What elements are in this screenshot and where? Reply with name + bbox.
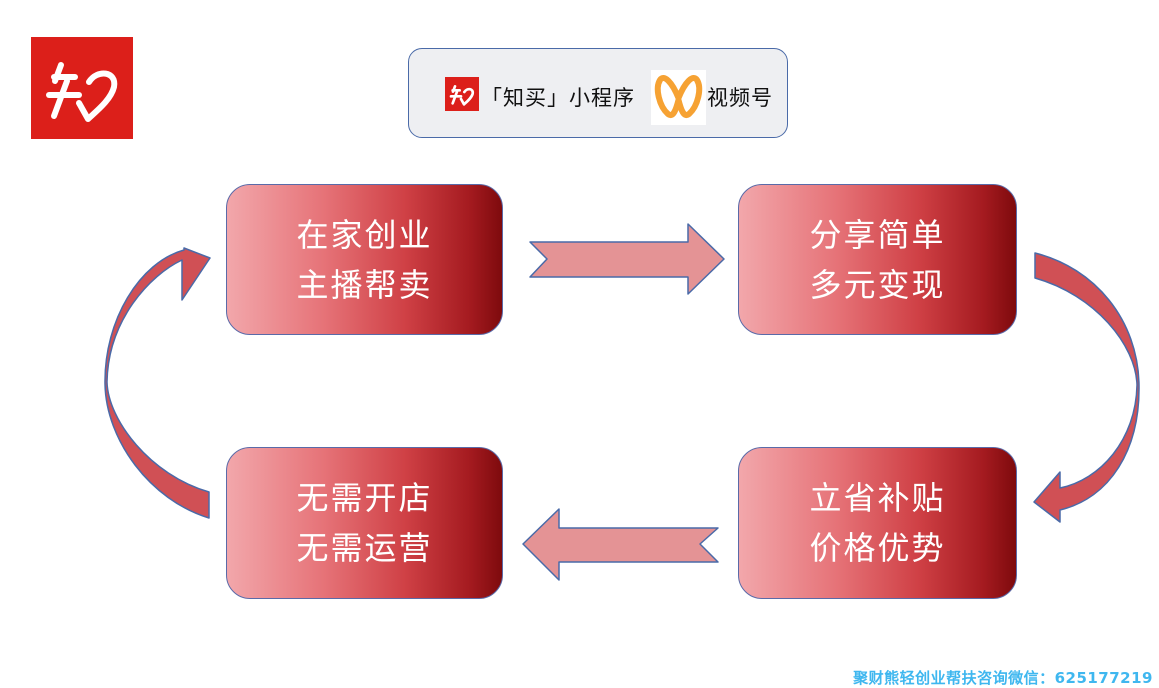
step-line: 多元变现 <box>809 265 946 304</box>
zhi-logo <box>31 37 133 139</box>
step-line: 在家创业 <box>296 215 433 254</box>
wechat-channels-icon <box>654 75 703 118</box>
step-line: 立省补贴 <box>809 479 946 517</box>
step-box-no-store: 无需开店 无需运营 <box>226 447 503 599</box>
channels-label: 视频号 <box>707 86 773 110</box>
right-arrow-icon <box>529 223 725 295</box>
step-line: 主播帮卖 <box>296 265 433 304</box>
zhi-mini-logo <box>445 77 479 111</box>
zhi-heart-logo-icon <box>46 62 118 122</box>
left-arrow-icon <box>522 508 719 581</box>
contact-watermark: 聚财熊轻创业帮扶咨询微信：625177219 <box>853 669 1153 687</box>
wechat-channels-logo <box>651 70 706 125</box>
curved-down-arrow-icon <box>1033 252 1140 523</box>
step-line: 无需运营 <box>296 529 433 567</box>
platform-banner: 「知买」小程序 视频号 <box>408 48 788 138</box>
step-line: 无需开店 <box>296 479 433 517</box>
mini-program-label: 「知买」小程序 <box>481 86 635 110</box>
step-box-home-business: 在家创业 主播帮卖 <box>226 184 503 335</box>
curved-up-arrow-icon <box>104 247 211 519</box>
step-box-subsidy-price: 立省补贴 价格优势 <box>738 447 1017 599</box>
step-line: 价格优势 <box>809 529 946 567</box>
step-line: 分享简单 <box>809 215 946 254</box>
zhi-heart-logo-icon <box>449 85 475 106</box>
step-box-easy-sharing: 分享简单 多元变现 <box>738 184 1017 335</box>
